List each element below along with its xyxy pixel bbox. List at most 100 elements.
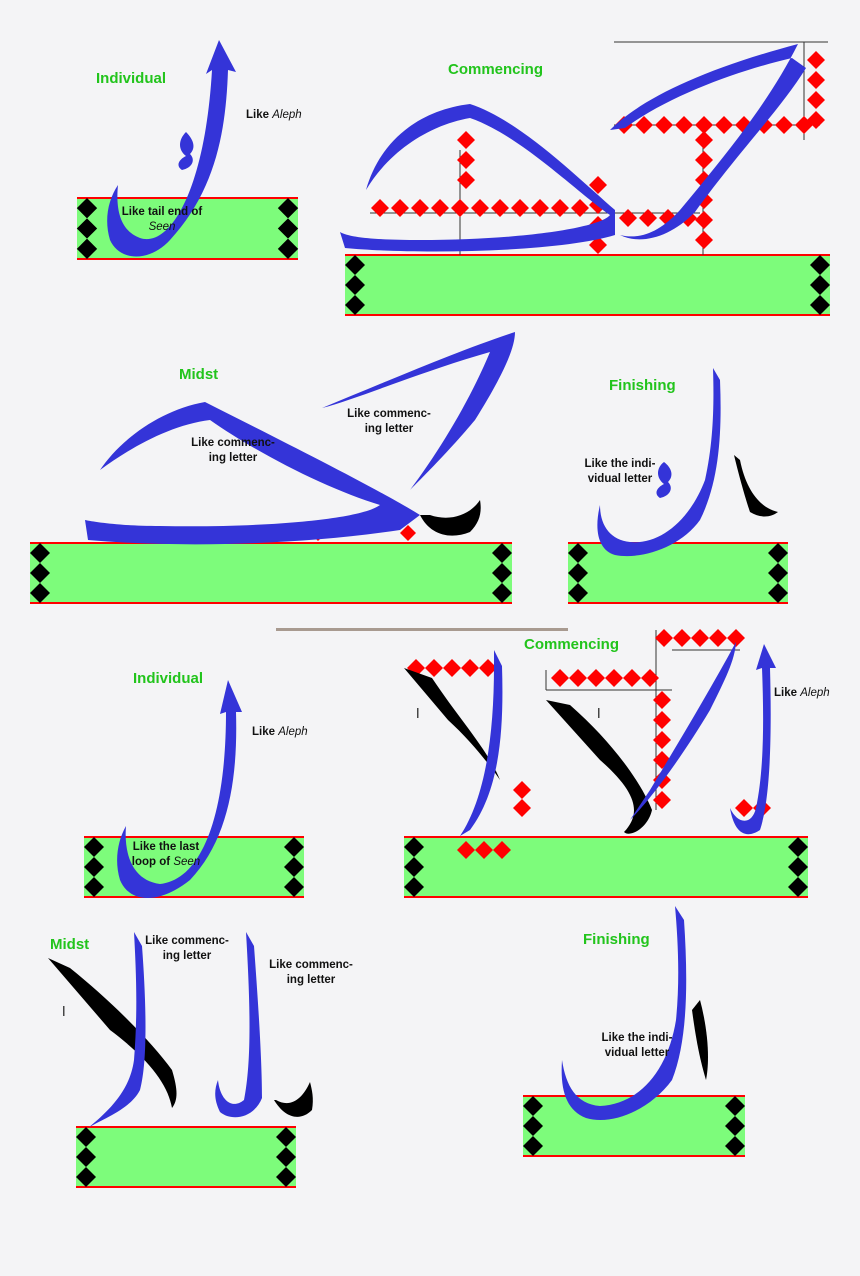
kaf-individual-title: Individual <box>96 70 167 87</box>
rhombic-dot <box>345 275 365 295</box>
note-text: loop of <box>131 856 171 868</box>
rhombic-dot <box>653 791 671 809</box>
rhombic-dot <box>655 629 673 647</box>
rhombic-dot <box>492 583 512 603</box>
note-line: Seen <box>148 221 176 233</box>
rhombic-dot <box>568 583 588 603</box>
rhombic-dot <box>457 171 475 189</box>
section-divider <box>276 628 568 631</box>
rhombic-dot <box>768 583 788 603</box>
rhombic-dot <box>443 659 461 677</box>
kaf-midst-black-stroke <box>420 500 481 536</box>
rhombic-dot <box>276 1167 296 1187</box>
rhombic-dot <box>619 209 637 227</box>
note-line: ing letter <box>364 423 414 435</box>
lam-commencing-blue-stroke-1 <box>460 650 503 836</box>
lam-commencing-title: Commencing <box>524 636 620 653</box>
rhombic-dot <box>284 877 304 897</box>
rhombic-dot <box>807 71 825 89</box>
rhombic-dot <box>76 1167 96 1187</box>
rhombic-dot <box>653 711 671 729</box>
rhombic-dot <box>639 209 657 227</box>
rhombic-dot <box>411 199 429 217</box>
rhombic-dot <box>605 669 623 687</box>
note-line: Like the last <box>132 841 200 853</box>
note-name: Aleph <box>800 687 830 699</box>
rhombic-dot <box>807 111 825 129</box>
rhombic-dot <box>768 543 788 563</box>
rhombic-dot <box>492 563 512 583</box>
rhombic-dot <box>695 211 713 229</box>
rhombic-dot <box>691 629 709 647</box>
rhombic-dot <box>725 1116 745 1136</box>
rhombic-dot <box>76 198 98 219</box>
lam-finishing-black-stroke <box>692 1000 708 1080</box>
rhombic-dot <box>695 131 713 149</box>
rhombic-dot <box>84 877 104 897</box>
rhombic-dot <box>277 218 299 239</box>
rhombic-dot <box>775 116 793 134</box>
rhombic-dot <box>641 669 659 687</box>
kaf-commencing-title: Commencing <box>448 61 544 78</box>
rhombic-dot <box>345 255 365 275</box>
rhombic-dot <box>768 563 788 583</box>
rhombic-dot <box>76 1127 96 1147</box>
lam-individual-aleph-note: Like Aleph <box>252 725 308 740</box>
baseline-band <box>568 543 788 603</box>
rhombic-dot <box>76 218 98 239</box>
rhombic-dot <box>30 583 50 603</box>
letter-strokes <box>48 40 806 1128</box>
note-line: Like tail end of <box>121 206 203 218</box>
lam-finishing-title: Finishing <box>583 931 650 948</box>
lam-commencing-black-stroke-2 <box>546 700 652 834</box>
rhombic-dot <box>653 691 671 709</box>
lam-individual-loop-note: Like the last loop of Seen <box>118 840 214 870</box>
note-line: Like commenc- <box>145 935 229 947</box>
rhombic-dot <box>404 857 424 877</box>
rhombic-dot <box>457 841 475 859</box>
lam-midst-title: Midst <box>50 936 90 953</box>
rhombic-dot <box>551 669 569 687</box>
rhombic-dot <box>30 563 50 583</box>
rhombic-dot <box>511 199 529 217</box>
rhombic-dot <box>492 543 512 563</box>
small-aleph-glyph: ا <box>416 706 420 721</box>
note-name: Aleph <box>278 726 308 738</box>
kaf-commencing-upper-stroke <box>610 44 806 240</box>
rhombic-dot <box>788 877 808 897</box>
rhombic-dot <box>810 255 830 275</box>
rhombic-dot <box>695 231 713 249</box>
rhombic-dot <box>76 1147 96 1167</box>
rhombic-dot <box>623 669 641 687</box>
small-aleph-glyph: ا <box>62 1004 66 1019</box>
rhombic-dot <box>513 781 531 799</box>
lam-individual-title: Individual <box>133 670 204 687</box>
note-line: vidual letter <box>587 473 653 485</box>
rhombic-dot <box>276 1127 296 1147</box>
note-line: ing letter <box>162 950 212 962</box>
rhombic-dot <box>523 1116 543 1136</box>
rhombic-dot <box>523 1136 543 1156</box>
kaf-individual-tail-note: Like tail end of Seen <box>112 205 212 235</box>
kaf-midst-upper-stroke <box>322 332 515 490</box>
rhombic-dot <box>345 295 365 315</box>
note-line: Like commenc- <box>269 959 353 971</box>
rhombic-dot <box>30 543 50 563</box>
kaf-finishing-note: Like the indi- vidual letter <box>572 457 668 487</box>
lam-commencing-blue-stroke-3 <box>730 644 776 835</box>
note-name: Aleph <box>272 109 302 121</box>
note-line: Like commenc- <box>347 408 431 420</box>
rhombic-dot <box>457 151 475 169</box>
rhombic-dot <box>715 116 733 134</box>
lam-finishing-note: Like the indi- vidual letter <box>589 1031 685 1061</box>
rhombic-dot <box>451 199 469 217</box>
rhombic-dot <box>695 116 713 134</box>
note-text: Like <box>246 109 270 121</box>
rhombic-dot <box>461 659 479 677</box>
lam-commencing-blue-stroke-2 <box>630 642 736 820</box>
lam-midst-blue-stroke-1 <box>88 932 146 1128</box>
note-text: Like <box>774 687 798 699</box>
kaf-midst-note-a: Like commenc- ing letter <box>186 436 280 466</box>
rhombic-dot <box>675 116 693 134</box>
rhombic-dot <box>735 799 753 817</box>
